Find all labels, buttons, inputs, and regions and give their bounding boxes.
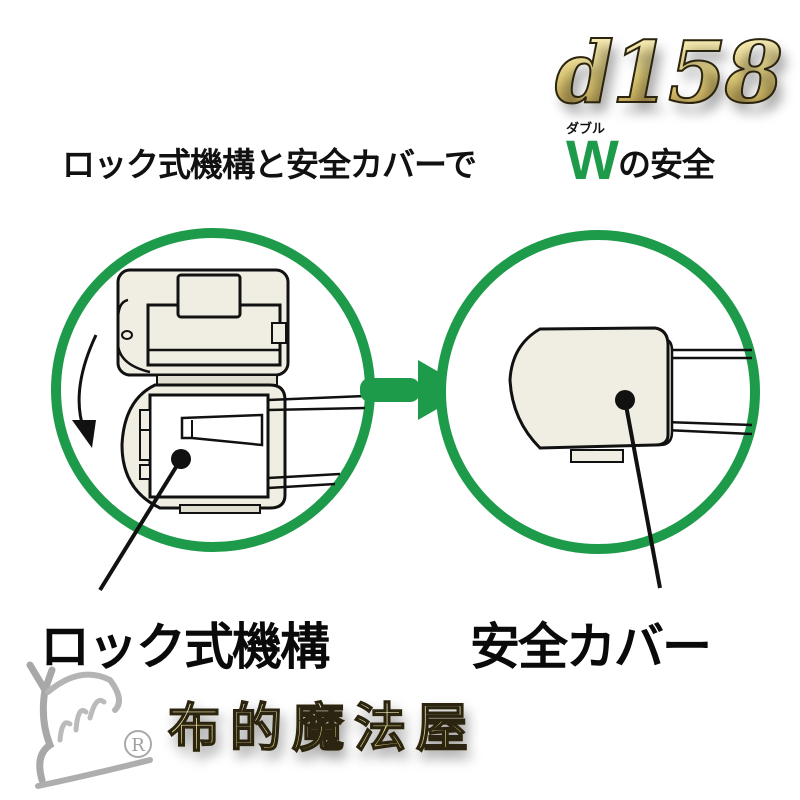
lock-mechanism-label: ロック式機構 <box>40 618 330 676</box>
double-w-letter: W <box>566 128 619 191</box>
house-logo-icon <box>26 661 153 789</box>
headline: ロック式機構と安全カバーで <box>62 145 477 184</box>
leader-line-right <box>623 399 662 589</box>
safety-cover-label: 安全カバー <box>470 618 712 676</box>
registered-mark: R <box>124 730 152 758</box>
shop-name: 布的魔法屋 <box>167 694 478 764</box>
double-ruby-text: ダブル <box>566 122 606 137</box>
safety-cover-illustration <box>436 230 760 589</box>
leader-line-left <box>98 457 183 592</box>
brand-code: d158 <box>554 27 785 119</box>
curved-arrow-icon <box>72 334 98 448</box>
lock-mechanism-illustration <box>51 228 375 592</box>
double-safety-text: の安全 <box>618 145 715 184</box>
